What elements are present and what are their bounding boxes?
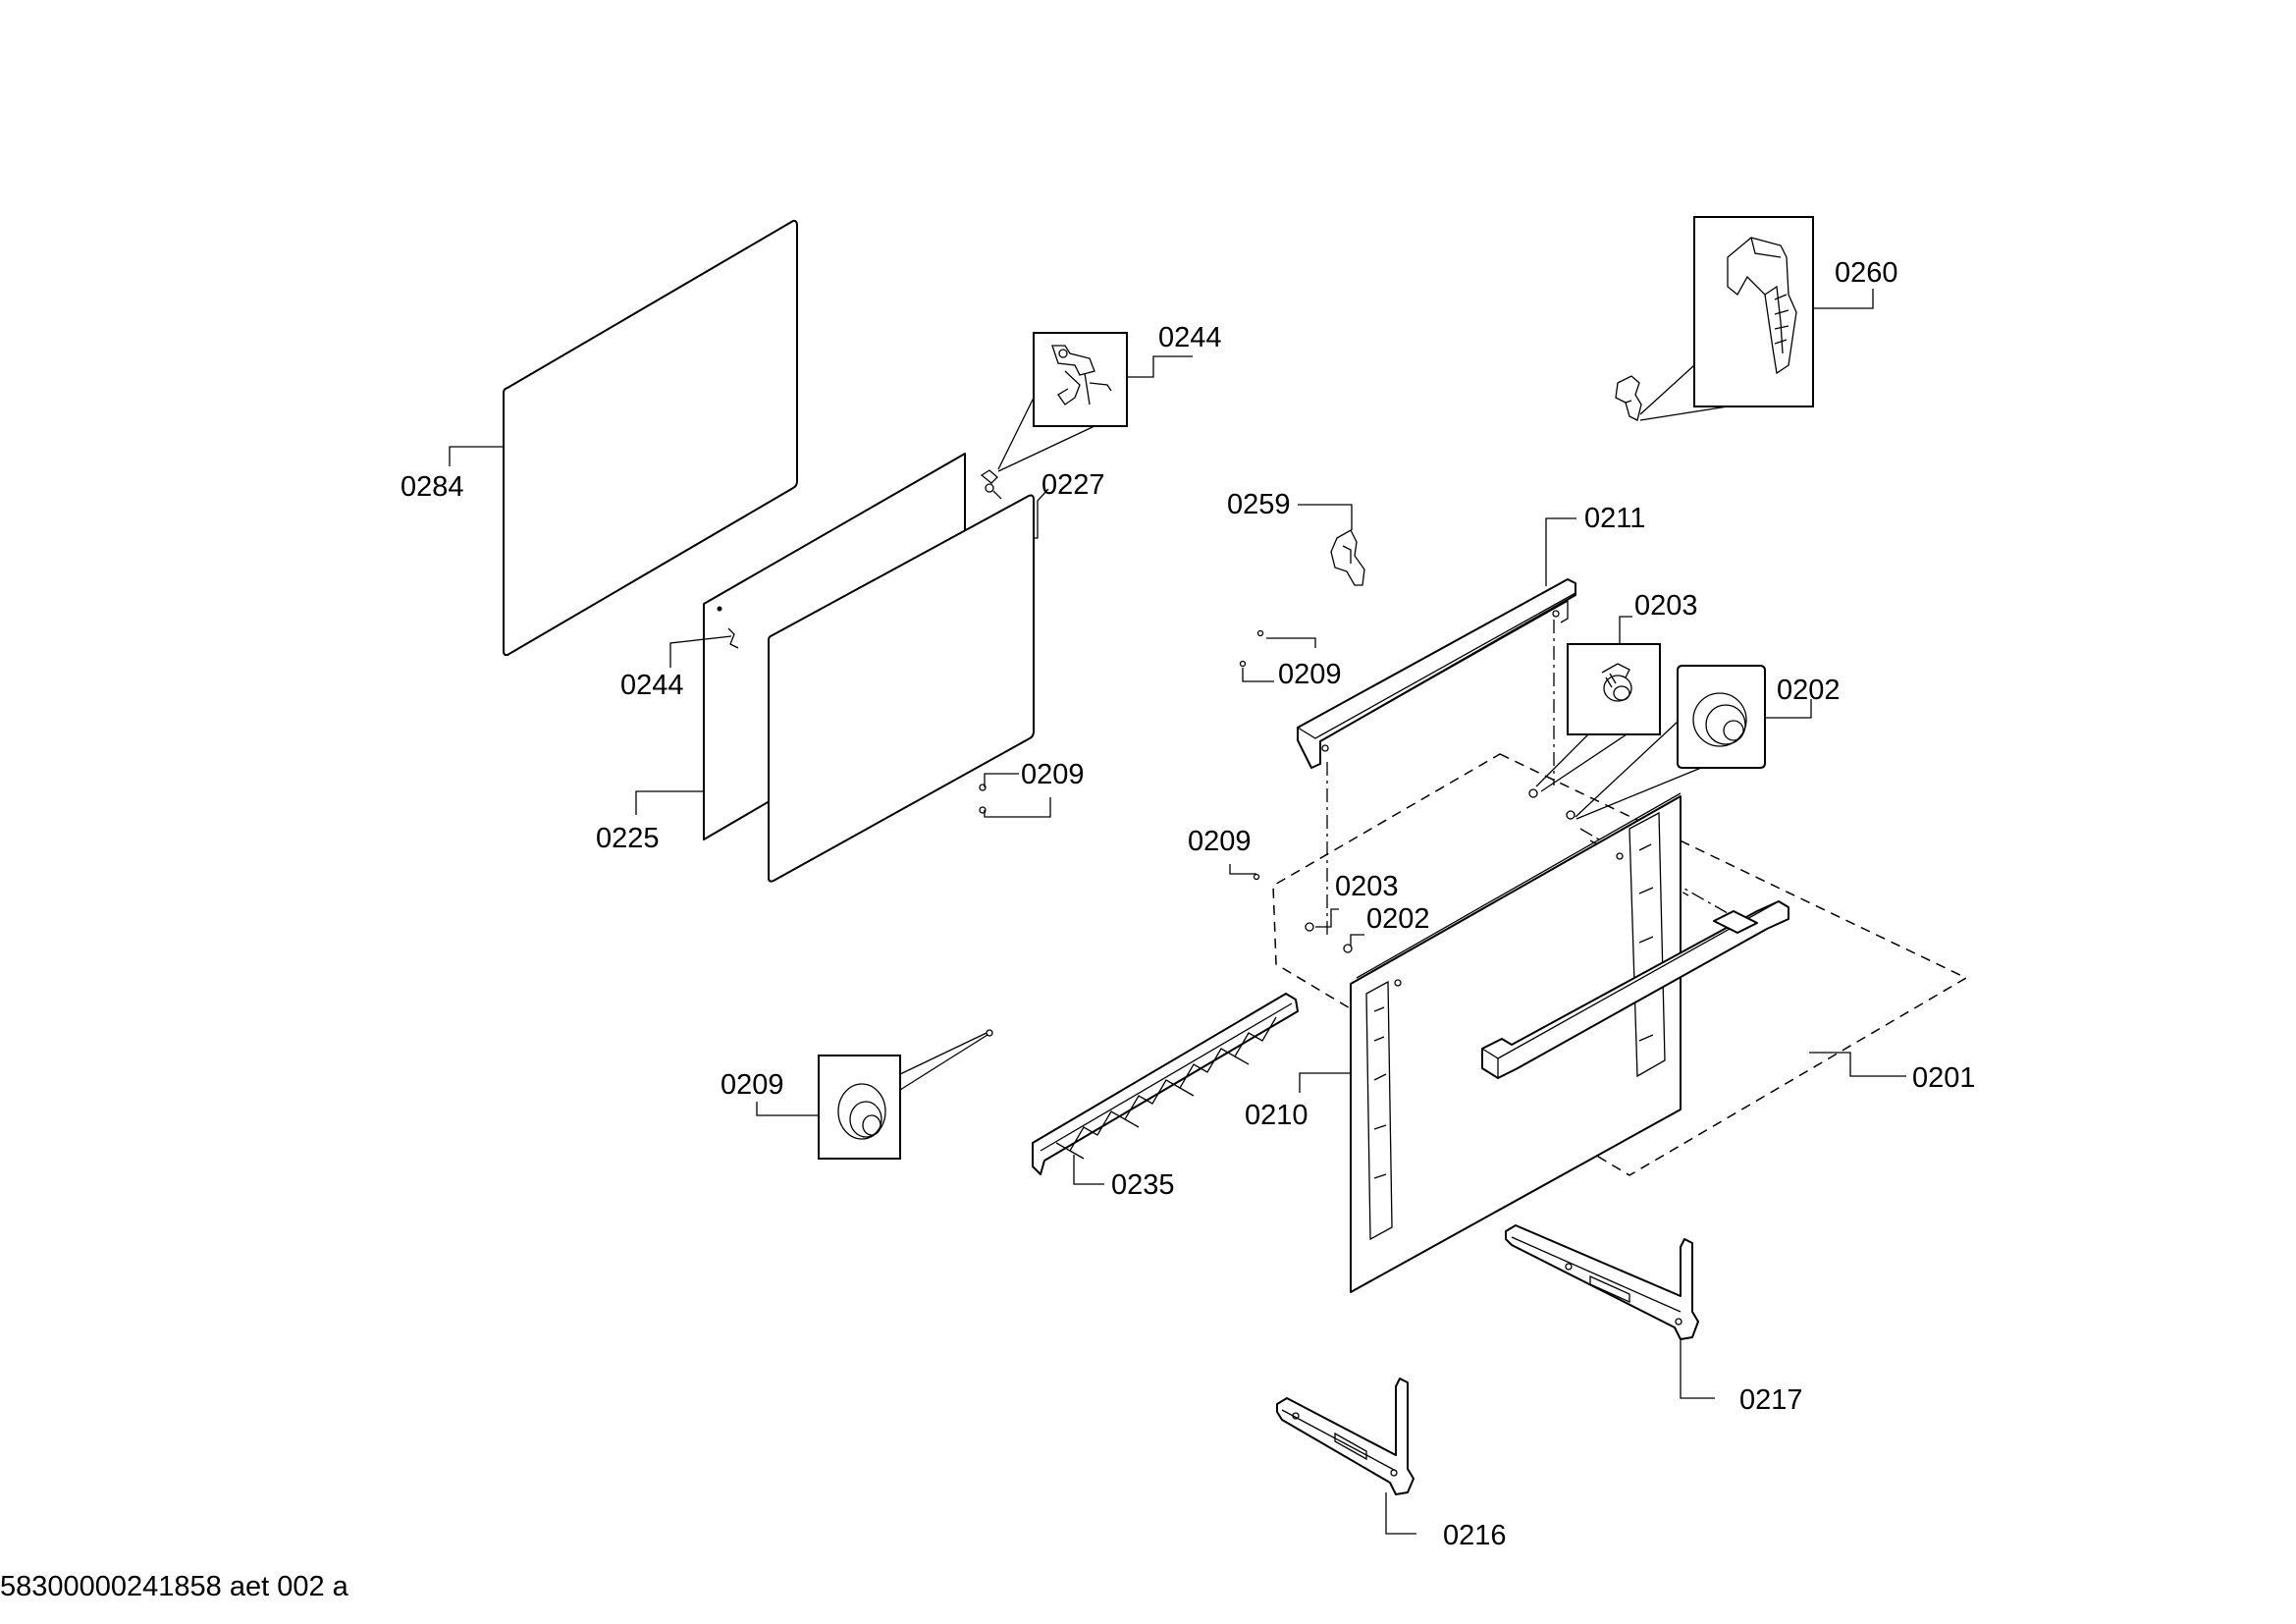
handle-0201 xyxy=(1481,900,1789,1079)
washer-0202-low xyxy=(1343,944,1353,953)
leader-0203-low xyxy=(1315,908,1339,928)
leader-0217 xyxy=(1680,1339,1715,1399)
screw-0209-b xyxy=(1239,660,1247,668)
screws-0209-mid xyxy=(979,784,987,814)
washer-0202-top xyxy=(1566,810,1575,820)
detail-box-0244 xyxy=(1033,332,1128,427)
label-0211: 0211 xyxy=(1584,503,1645,534)
label-0235: 0235 xyxy=(1111,1169,1175,1201)
detail-box-0260 xyxy=(1693,216,1814,407)
leader-0209-ab xyxy=(1242,637,1316,682)
leader-0260 xyxy=(1813,289,1874,309)
hinge-0216 xyxy=(1276,1378,1415,1495)
label-0209-ab: 0209 xyxy=(1278,659,1342,690)
leader-0210 xyxy=(1299,1072,1351,1093)
leader-0203-detail xyxy=(1535,733,1628,792)
leader-0227 xyxy=(1034,488,1049,539)
document-id: 58300000241858 aet 002 a xyxy=(0,1571,349,1602)
leader-0201 xyxy=(1809,1052,1906,1077)
label-0217: 0217 xyxy=(1739,1384,1803,1416)
label-0260: 0260 xyxy=(1835,257,1898,289)
hinge-clip-0260 xyxy=(1615,375,1642,421)
leader-0216 xyxy=(1385,1492,1416,1535)
screw-0209-a xyxy=(1256,629,1264,637)
leader-0203-top xyxy=(1619,616,1632,644)
label-0210: 0210 xyxy=(1245,1100,1308,1131)
screw-0209-c xyxy=(1253,873,1260,881)
leader-0259 xyxy=(1298,504,1353,530)
leader-0209-mid xyxy=(984,773,1051,818)
leader-0225 xyxy=(635,790,704,815)
label-0259: 0259 xyxy=(1227,489,1291,520)
leader-0209-detail xyxy=(899,1032,988,1091)
detail-box-0202 xyxy=(1677,665,1766,769)
label-0209-detail: 0209 xyxy=(721,1069,784,1101)
label-0209-c: 0209 xyxy=(1188,826,1252,857)
label-0225: 0225 xyxy=(596,823,660,854)
leader-0209-detail-label xyxy=(756,1102,819,1116)
leader-0202-low xyxy=(1350,934,1364,947)
leader-0209-c xyxy=(1229,864,1256,875)
label-0203-top: 0203 xyxy=(1634,590,1698,622)
leader-0202-detail xyxy=(1575,721,1702,820)
detail-box-0209 xyxy=(818,1055,901,1160)
leader-0244-top xyxy=(1127,355,1193,378)
rail-0211 xyxy=(1297,578,1576,769)
leader-0211 xyxy=(1545,517,1576,586)
label-0202-top: 0202 xyxy=(1777,675,1841,706)
outer-glass-0227 xyxy=(768,494,1035,883)
label-0209-mid: 0209 xyxy=(1021,759,1085,790)
bracket-0259 xyxy=(1330,529,1365,586)
label-0244-top: 0244 xyxy=(1158,322,1222,353)
leader-0235 xyxy=(1073,1155,1104,1185)
leader-0202-top xyxy=(1765,699,1812,719)
profile-strip-0235 xyxy=(1032,993,1299,1175)
clip-0244 xyxy=(980,469,1002,500)
screw-0203-top xyxy=(1528,788,1538,798)
glass-panel-0284 xyxy=(503,219,798,657)
screw-0203-low xyxy=(1305,922,1314,932)
dashed-outline-0201 xyxy=(1272,753,1968,1176)
leader-0260-detail xyxy=(1639,364,1729,421)
label-0203-low: 0203 xyxy=(1335,871,1399,902)
label-0201: 0201 xyxy=(1912,1062,1976,1094)
leader-0244-left xyxy=(669,635,732,668)
label-0284: 0284 xyxy=(400,471,464,503)
label-0244-left: 0244 xyxy=(620,670,684,701)
hinge-0217 xyxy=(1505,1224,1699,1340)
leader-0244-detail xyxy=(997,397,1095,472)
label-0202-low: 0202 xyxy=(1366,903,1430,935)
guide-lines xyxy=(1326,620,1729,1050)
leader-0284 xyxy=(449,446,504,466)
label-0227: 0227 xyxy=(1041,469,1105,501)
label-0216: 0216 xyxy=(1443,1520,1507,1551)
detail-box-0203 xyxy=(1567,643,1661,735)
